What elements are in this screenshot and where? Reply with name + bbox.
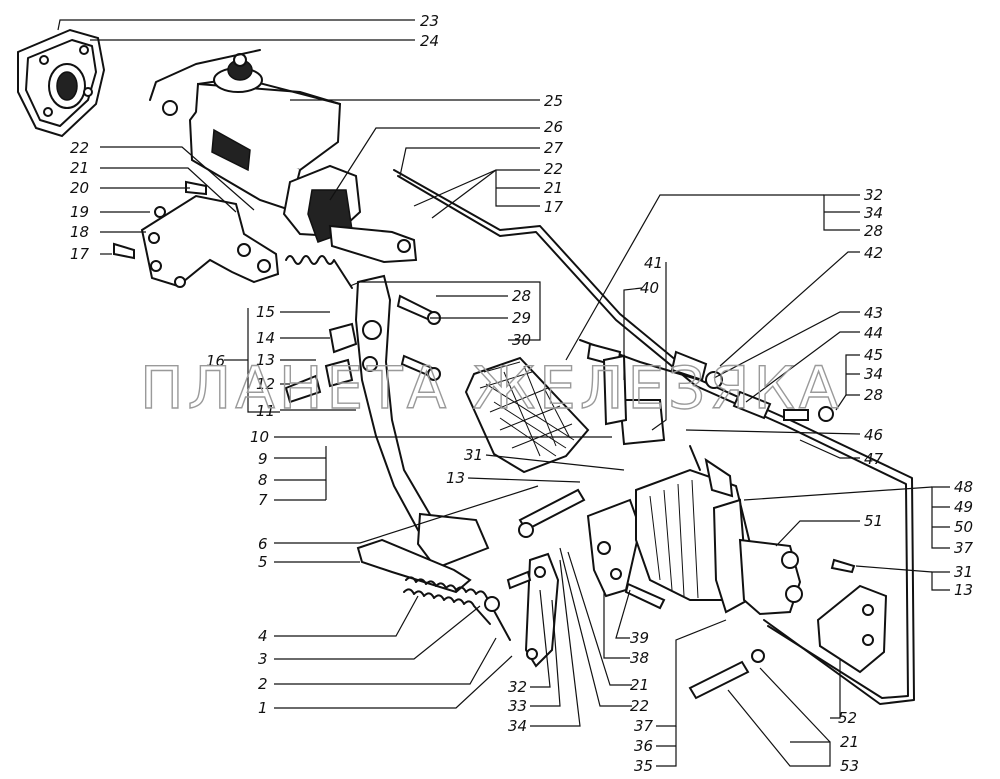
callout-31: 31 <box>464 446 483 464</box>
callout-16: 16 <box>206 352 225 370</box>
callout-28: 28 <box>864 222 883 240</box>
callout-25: 25 <box>544 92 563 110</box>
bolt-53 <box>688 558 856 700</box>
callout-2: 2 <box>258 675 268 693</box>
callout-7: 7 <box>258 491 268 509</box>
callout-43: 43 <box>864 304 883 322</box>
pipeline <box>393 169 915 705</box>
callout-4: 4 <box>258 627 268 645</box>
callout-34: 34 <box>864 204 883 222</box>
callout-14: 14 <box>256 329 275 347</box>
return-spring-upper <box>285 255 353 289</box>
callout-46: 46 <box>864 426 883 444</box>
callout-21: 21 <box>630 676 649 694</box>
callout-28: 28 <box>864 386 883 404</box>
callout-19: 19 <box>70 203 89 221</box>
callout-26: 26 <box>544 118 563 136</box>
callout-1: 1 <box>258 699 268 717</box>
callout-37: 37 <box>634 717 654 735</box>
callout-8: 8 <box>258 471 268 489</box>
callout-32: 32 <box>864 186 883 204</box>
callout-28: 28 <box>512 287 531 305</box>
callout-27: 27 <box>544 139 564 157</box>
callout-52: 52 <box>838 709 857 727</box>
callout-29: 29 <box>512 309 531 327</box>
pedal-bracket <box>113 180 280 288</box>
lever-block <box>518 488 666 610</box>
callout-41: 41 <box>644 254 663 272</box>
watermark-text: ПЛАНЕТА ЖЕЛЕЗЯКА <box>140 354 842 422</box>
callout-23: 23 <box>420 12 439 30</box>
callout-24: 24 <box>420 32 439 50</box>
callout-47: 47 <box>864 450 884 468</box>
callout-51: 51 <box>864 512 883 530</box>
callout-17: 17 <box>544 198 564 216</box>
master-cylinder <box>149 49 418 264</box>
callout-42: 42 <box>864 244 883 262</box>
callout-31: 31 <box>954 563 973 581</box>
callout-36: 36 <box>634 737 653 755</box>
callout-53: 53 <box>840 757 859 775</box>
callout-32: 32 <box>508 678 527 696</box>
callout-10: 10 <box>250 428 269 446</box>
callout-33: 33 <box>508 697 527 715</box>
callout-37: 37 <box>954 539 974 557</box>
callout-38: 38 <box>630 649 649 667</box>
callout-40: 40 <box>640 279 659 297</box>
callout-20: 20 <box>70 179 89 197</box>
callout-49: 49 <box>954 498 973 516</box>
callout-13: 13 <box>954 581 973 599</box>
callout-13: 13 <box>446 469 465 487</box>
callout-5: 5 <box>258 553 268 571</box>
callout-3: 3 <box>258 650 268 668</box>
bolts-upper <box>396 294 441 381</box>
callout-9: 9 <box>258 450 268 468</box>
clutch-booster <box>635 457 803 616</box>
callout-35: 35 <box>634 757 653 775</box>
callout-22: 22 <box>70 139 89 157</box>
leader-lines <box>57 19 950 767</box>
cam-plate <box>506 552 560 668</box>
callout-44: 44 <box>864 324 883 342</box>
callout-34: 34 <box>864 365 883 383</box>
callout-11: 11 <box>256 402 275 420</box>
callout-18: 18 <box>70 223 89 241</box>
callout-labels: 23 24 25 26 27 22 21 17 22 21 20 19 18 1… <box>70 12 974 775</box>
callout-12: 12 <box>256 375 275 393</box>
flange-plate <box>17 28 106 138</box>
lower-bracket-and-springs <box>356 538 511 641</box>
callout-21: 21 <box>840 733 859 751</box>
callout-15: 15 <box>256 303 275 321</box>
callout-13: 13 <box>256 351 275 369</box>
bracket-52 <box>816 584 888 674</box>
callout-30: 30 <box>512 331 531 349</box>
pedal-pad <box>464 356 590 474</box>
callout-21: 21 <box>70 159 89 177</box>
callout-48: 48 <box>954 478 973 496</box>
callout-6: 6 <box>258 535 268 553</box>
callout-22: 22 <box>544 160 563 178</box>
callout-21: 21 <box>544 179 563 197</box>
callout-17: 17 <box>70 245 90 263</box>
pedal-lever <box>284 274 490 570</box>
callout-34: 34 <box>508 717 527 735</box>
callout-22: 22 <box>630 697 649 715</box>
callout-39: 39 <box>630 629 649 647</box>
callout-45: 45 <box>864 346 883 364</box>
callout-50: 50 <box>954 518 973 536</box>
